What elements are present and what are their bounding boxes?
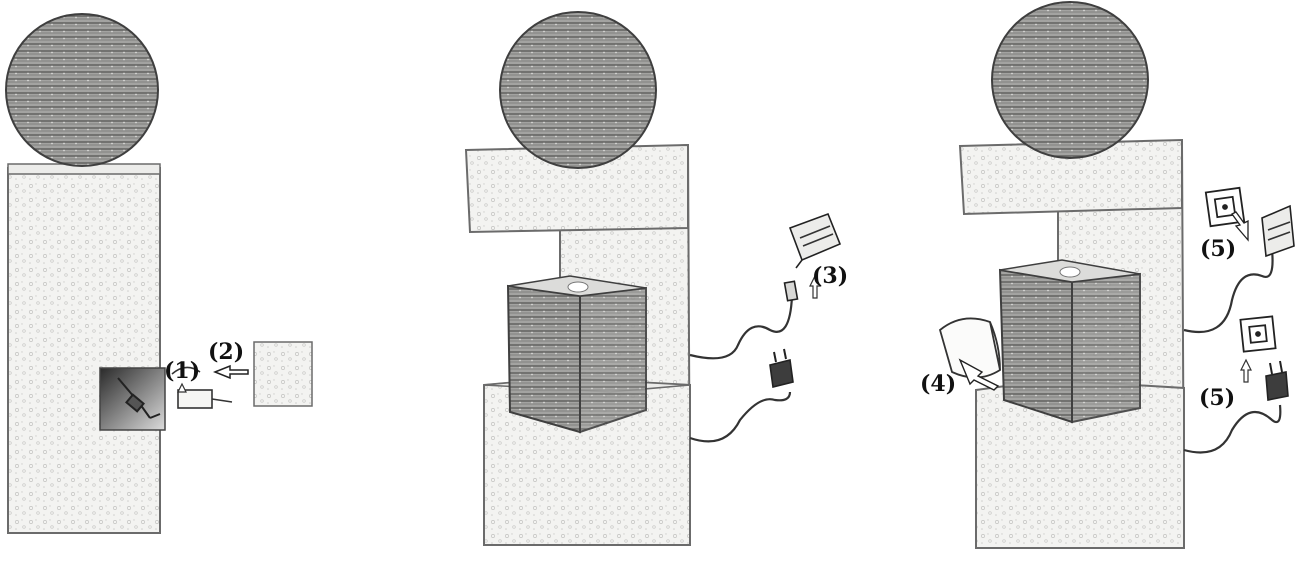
lower-cable [689, 391, 792, 443]
pour-arrow-icon [958, 358, 1000, 391]
ridged-cube-side [579, 286, 647, 434]
sphere-ball [991, 1, 1149, 159]
wall-socket-icon [1239, 315, 1277, 353]
sphere-ball [5, 13, 159, 167]
water-jug-icon [938, 317, 1002, 379]
step-5-socket-label: (5) [1200, 236, 1237, 262]
power-adapter-icon [788, 212, 842, 269]
pump-outside-hatch [171, 366, 233, 409]
upper-cable [1183, 249, 1274, 334]
hatch-cover-panel [253, 341, 313, 407]
up-arrow-icon [1240, 358, 1252, 383]
left-arrow-icon [212, 364, 249, 380]
pump-connector-icon [783, 280, 799, 302]
mains-plug-icon [769, 348, 794, 388]
step-5-plug-label: (5) [1199, 385, 1236, 411]
water-spout [1059, 266, 1081, 278]
ridged-cube-side [1071, 272, 1141, 424]
water-spout [567, 281, 589, 293]
lower-cable [1183, 404, 1282, 454]
step-2-label: (2) [208, 339, 245, 365]
sphere-ball [499, 11, 657, 169]
arrow-to-socket-icon [1231, 211, 1249, 242]
step-4-label: (4) [920, 371, 957, 397]
power-adapter-icon [1261, 204, 1295, 258]
up-arrow-icon [809, 274, 821, 299]
ridged-cube-front [506, 284, 581, 434]
step-1-label: (1) [164, 358, 201, 384]
up-arrow-small-icon [177, 382, 187, 393]
step-3-label: (3) [812, 263, 849, 289]
figure-2-arch-fountain [464, 11, 842, 546]
figure-1-column-fountain [5, 13, 313, 534]
column-body [7, 167, 161, 534]
figure-3-arch-fountain-filled [938, 1, 1295, 549]
mains-plug-icon [1265, 360, 1289, 401]
pump-in-hatch [117, 377, 161, 419]
ridged-cube-front [998, 268, 1073, 424]
upper-cable [689, 295, 794, 360]
